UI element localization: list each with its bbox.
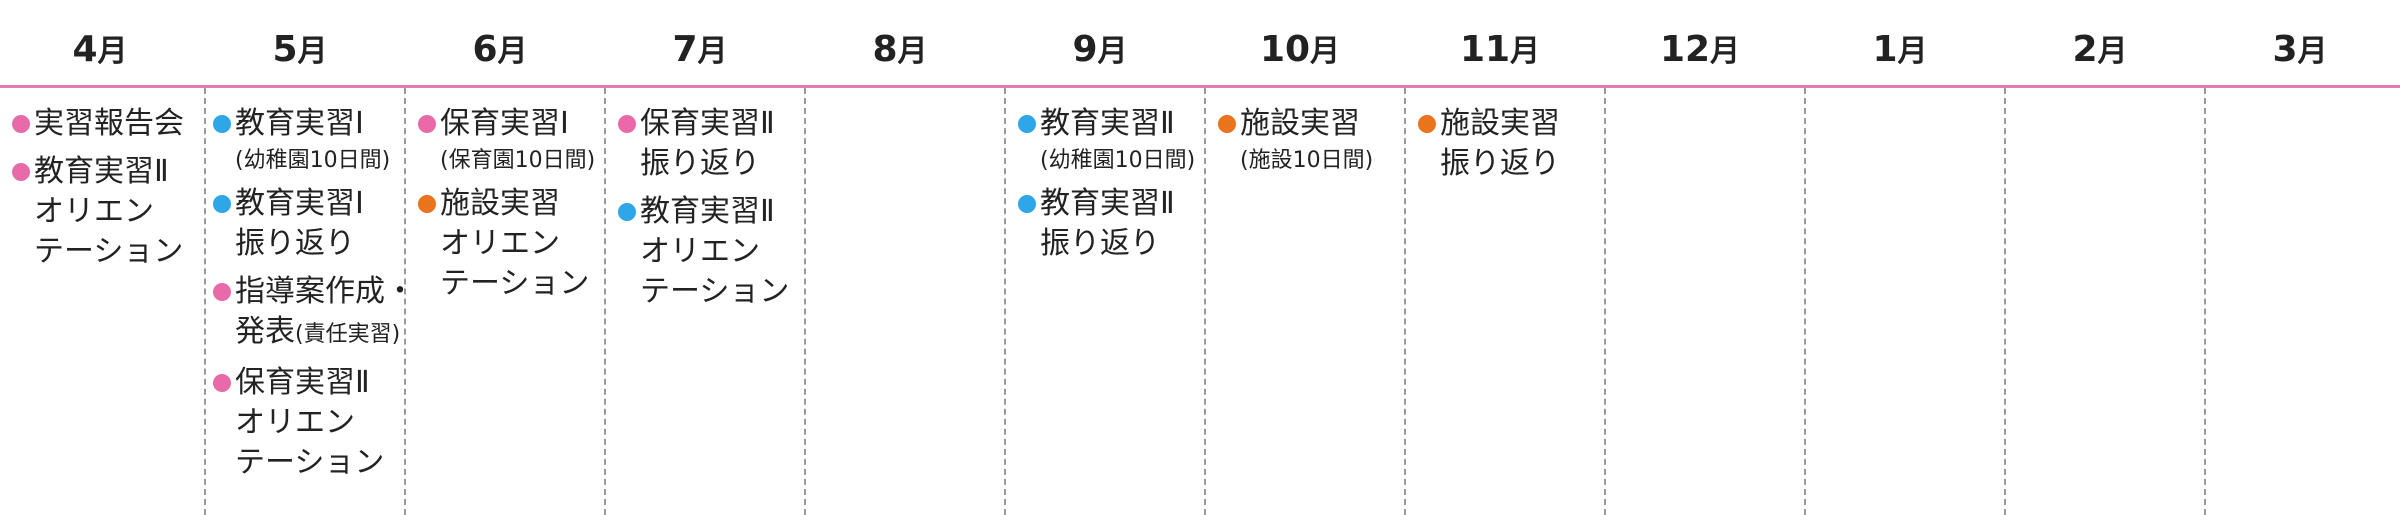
month-header-aug: 8月 [872, 29, 928, 70]
item-label: 振り返り [640, 146, 760, 181]
item-label: 施設実習 [1440, 106, 1560, 141]
item-label: テーション [640, 274, 790, 309]
item-label: 教育実習Ⅱ [1040, 106, 1175, 141]
schedule-item: 教育実習Ⅱ オリエン テーション [12, 152, 184, 272]
bullet-dot-pink [618, 115, 636, 133]
item-label: 保育実習Ⅱ [640, 106, 775, 141]
item-label: テーション [34, 234, 184, 269]
item-label: オリエン [34, 194, 154, 229]
item-label: 振り返り [1440, 146, 1560, 181]
item-note: (施設10日間) [1240, 148, 1374, 173]
schedule-item: 指導案作成・ 発表(責任実習) [213, 272, 415, 355]
item-label: 教育実習Ⅰ [235, 186, 364, 221]
column-divider [1404, 88, 1406, 515]
item-label: 発表 [235, 314, 295, 349]
item-label: 指導案作成・ [235, 274, 415, 309]
item-note: (幼稚園10日間) [1040, 148, 1196, 173]
schedule-item: 施設実習 (施設10日間) [1218, 104, 1373, 176]
item-label: 施設実習 [440, 186, 560, 221]
schedule-item: 教育実習Ⅱ 振り返り [1018, 184, 1195, 264]
item-label: オリエン [640, 234, 760, 269]
schedule-item: 教育実習Ⅱ (幼稚園10日間) [1018, 104, 1195, 176]
schedule-item: 教育実習Ⅰ 振り返り [213, 184, 415, 264]
bullet-dot-blue [1018, 115, 1036, 133]
month-header-apr: 4月 [72, 29, 128, 70]
month-column-apr: 実習報告会 教育実習Ⅱ オリエン テーション [12, 104, 184, 280]
month-column-may: 教育実習Ⅰ (幼稚園10日間) 教育実習Ⅰ 振り返り 指導案作成・ 発表(責任実… [213, 104, 415, 491]
month-header-mar: 3月 [2272, 29, 2328, 70]
column-divider [1804, 88, 1806, 515]
column-divider [804, 88, 806, 515]
bullet-dot-pink [12, 115, 30, 133]
schedule-item: 実習報告会 [12, 104, 184, 144]
schedule-item: 保育実習Ⅱ オリエン テーション [213, 363, 415, 483]
bullet-dot-blue [1018, 195, 1036, 213]
month-header-dec: 12月 [1659, 29, 1741, 70]
item-label: 保育実習Ⅱ [235, 365, 370, 400]
month-header-jul: 7月 [672, 29, 728, 70]
column-divider [2204, 88, 2206, 515]
column-divider [2004, 88, 2006, 515]
column-divider [404, 88, 406, 515]
bullet-dot-blue [618, 203, 636, 221]
item-label: オリエン [235, 405, 355, 440]
month-column-sep: 教育実習Ⅱ (幼稚園10日間) 教育実習Ⅱ 振り返り [1018, 104, 1195, 272]
month-header-row: 4月 5月 6月 7月 8月 9月 10月 11月 12月 1月 2月 3月 [0, 0, 2400, 88]
month-header-oct: 10月 [1259, 29, 1341, 70]
item-label: 教育実習Ⅱ [34, 154, 169, 189]
item-label: 教育実習Ⅱ [1040, 186, 1175, 221]
item-note: (保育園10日間) [440, 148, 596, 173]
item-label: オリエン [440, 226, 560, 261]
schedule-item: 施設実習 振り返り [1418, 104, 1560, 184]
schedule-item: 教育実習Ⅱ オリエン テーション [618, 192, 789, 312]
schedule-item: 教育実習Ⅰ (幼稚園10日間) [213, 104, 415, 176]
item-label: 実習報告会 [34, 106, 184, 141]
month-column-nov: 施設実習 振り返り [1418, 104, 1560, 192]
item-note: (幼稚園10日間) [235, 148, 391, 173]
column-divider [1604, 88, 1606, 515]
item-label-with-note: 発表(責任実習) [235, 312, 415, 355]
bullet-dot-blue [213, 195, 231, 213]
column-divider [604, 88, 606, 515]
column-divider [204, 88, 206, 515]
bullet-dot-orange [418, 195, 436, 213]
month-header-sep: 9月 [1072, 29, 1128, 70]
month-header-feb: 2月 [2072, 29, 2128, 70]
item-label: 振り返り [235, 226, 355, 261]
month-header-jan: 1月 [1872, 29, 1928, 70]
schedule-item: 保育実習Ⅱ 振り返り [618, 104, 789, 184]
month-header-may: 5月 [272, 29, 328, 70]
item-label: 教育実習Ⅰ [235, 106, 364, 141]
column-divider [1004, 88, 1006, 515]
item-inline-note: (責任実習) [295, 322, 401, 347]
month-column-jun: 保育実習Ⅰ (保育園10日間) 施設実習 オリエン テーション [418, 104, 595, 312]
bullet-dot-blue [213, 115, 231, 133]
item-label: テーション [235, 445, 385, 480]
month-column-jul: 保育実習Ⅱ 振り返り 教育実習Ⅱ オリエン テーション [618, 104, 789, 320]
bullet-dot-pink [213, 283, 231, 301]
item-label: テーション [440, 266, 590, 301]
bullet-dot-orange [1218, 115, 1236, 133]
item-label: 保育実習Ⅰ [440, 106, 569, 141]
item-label: 教育実習Ⅱ [640, 194, 775, 229]
schedule-item: 施設実習 オリエン テーション [418, 184, 595, 304]
item-label: 振り返り [1040, 226, 1160, 261]
bullet-dot-pink [418, 115, 436, 133]
month-header-nov: 11月 [1459, 29, 1541, 70]
bullet-dot-pink [12, 163, 30, 181]
schedule-item: 保育実習Ⅰ (保育園10日間) [418, 104, 595, 176]
month-header-jun: 6月 [472, 29, 528, 70]
month-column-oct: 施設実習 (施設10日間) [1218, 104, 1373, 184]
item-label: 施設実習 [1240, 106, 1360, 141]
column-divider [1204, 88, 1206, 515]
bullet-dot-orange [1418, 115, 1436, 133]
bullet-dot-pink [213, 374, 231, 392]
